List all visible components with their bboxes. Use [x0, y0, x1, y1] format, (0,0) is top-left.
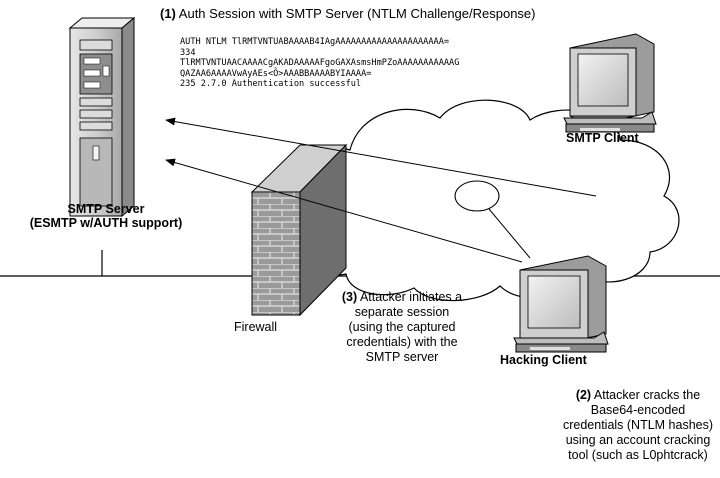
client-to-server-arrow [165, 117, 597, 197]
step2-line: Attacker cracks the [593, 388, 701, 402]
firewall-wall [250, 143, 348, 317]
smtp-server-icon [68, 16, 136, 218]
step2-caption: (2) Attacker cracks the Base64-encoded c… [560, 388, 716, 463]
step3-line: separate session [354, 305, 450, 319]
step2-line: Base64-encoded [590, 403, 686, 417]
step2-line: tool (such as L0phtcrack) [568, 448, 708, 462]
step3-line: (using the captured [348, 320, 456, 334]
step3-line: credentials) with the [346, 335, 458, 349]
session-line: 235 2.7.0 Authentication successful [180, 79, 362, 89]
session-line: 334 [180, 47, 196, 58]
smtp-client-computer-icon [563, 33, 657, 133]
step3-caption: (3) Attacker initiates a separate sessio… [330, 290, 474, 365]
smtp-server-label-line1: SMTP Server [67, 202, 145, 216]
session-line: AUTH NTLM TlRMTVNTUABAAAAB4IAgAAAAAAAAAA… [180, 37, 450, 47]
hacking-client-computer-icon [513, 255, 609, 353]
session-line: QAZAA6AAAAVwAyAEs<Ô>AAABBAAAABYIAAAA= [180, 68, 372, 79]
step2-number: (2) [575, 388, 592, 402]
firewall-label: Firewall [234, 320, 278, 334]
session-line: TlRMTVNTUAACAAAACgAKADAAAAAFgoGAXAsmsHmP… [180, 58, 460, 68]
step3-line: Attacker initiates a [359, 290, 463, 304]
hacker-to-server-arrow [165, 158, 523, 263]
network-cloud [279, 99, 680, 302]
step2-line: using an account cracking [565, 433, 711, 447]
capture-link-line [488, 208, 531, 259]
step3-line: SMTP server [365, 350, 439, 364]
step2-line: credentials (NTLM hashes) [562, 418, 714, 432]
session-title: (1) Auth Session with SMTP Server (NTLM … [160, 6, 535, 21]
session-title-text: Auth Session with SMTP Server (NTLM Chal… [178, 6, 536, 21]
hacking-client-label: Hacking Client [500, 353, 587, 367]
step3-number: (3) [341, 290, 358, 304]
smtp-server-label-line2: (ESMTP w/AUTH support) [29, 216, 183, 230]
smtp-server-label: SMTP Server (ESMTP w/AUTH support) [0, 202, 212, 230]
smtp-client-label: SMTP Client [566, 131, 639, 145]
capture-circle [454, 180, 500, 212]
session-step-number: (1) [160, 6, 176, 21]
